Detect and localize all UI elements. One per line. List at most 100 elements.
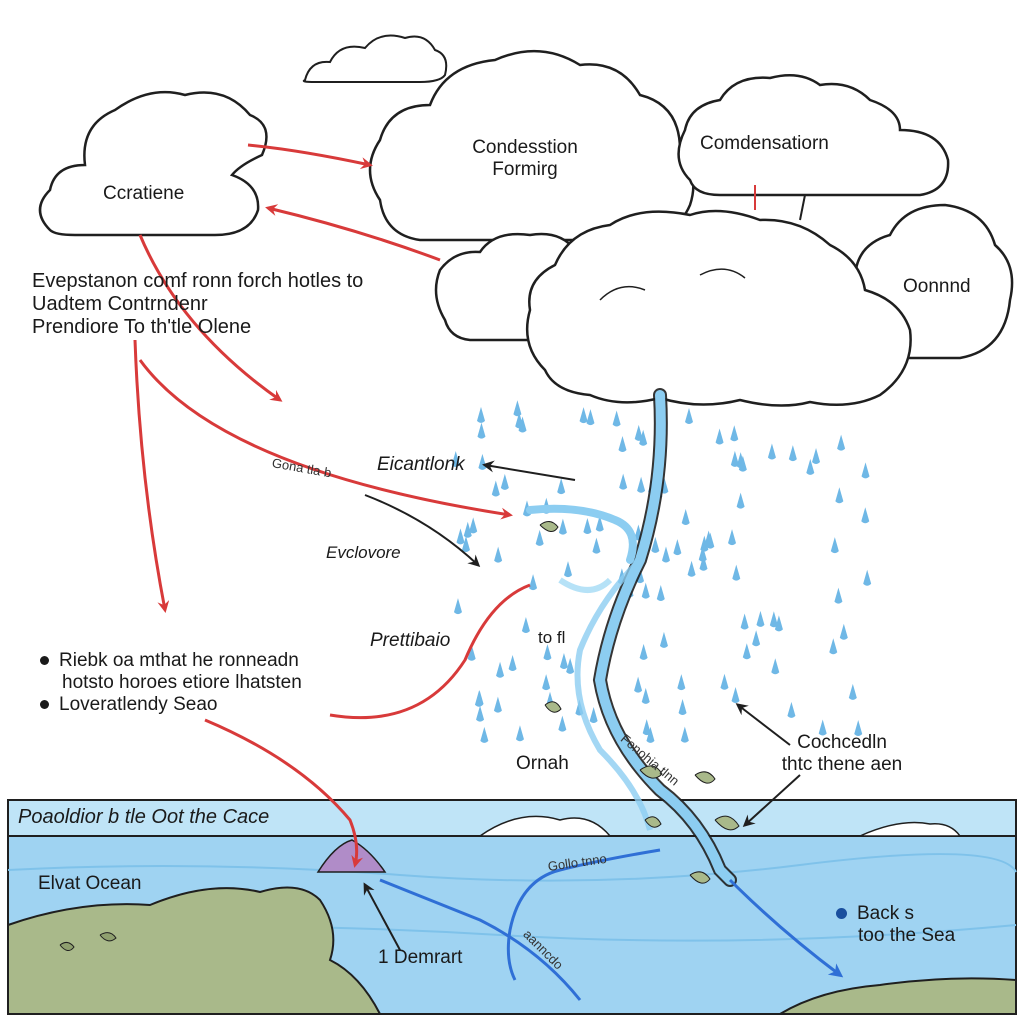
rain-drop <box>634 676 643 693</box>
arrow-mid-to-cloud-left <box>265 204 441 262</box>
label-cloud-mid-line2: Formirg <box>492 158 558 180</box>
rain-drop <box>756 610 765 627</box>
rain-drop <box>704 530 713 547</box>
label-back-line1: Back s <box>836 903 955 925</box>
rain-drop <box>583 517 592 534</box>
rain-drop <box>769 611 778 628</box>
rain-drop <box>732 564 741 581</box>
ocean-return-flows <box>379 848 844 1001</box>
rain-drop <box>618 435 627 452</box>
arrow-cochc-down <box>742 774 801 828</box>
label-demrart: 1 Demrart <box>378 947 463 968</box>
rain-drop <box>730 425 739 442</box>
rain-drop <box>839 623 848 640</box>
bullet-item-1: Riebk oa mthat he ronneadn <box>40 650 302 672</box>
arrow-left-to-river <box>138 359 513 520</box>
rain-drop <box>558 715 567 732</box>
rain-drop <box>619 473 628 490</box>
label-cochc-line2: thtc thene aen <box>781 753 903 775</box>
rain-drop <box>863 569 872 586</box>
rain-drop <box>834 587 843 604</box>
rain-drop <box>515 412 524 429</box>
arrow-back-to-sea <box>728 878 844 978</box>
label-cloud-far-right: Oonnnd <box>903 276 971 297</box>
rain-drop <box>699 554 708 571</box>
cloud-top-small <box>302 34 448 83</box>
arrow-demrart <box>363 882 401 951</box>
arrow-cloud-left-to-mid <box>247 143 373 169</box>
left-paragraph-line3: Prendiore To th'tle Olene <box>32 316 252 338</box>
label-cloud-left: Ccratiene <box>103 183 185 204</box>
red-arrows <box>133 143 531 868</box>
rain-drop <box>496 661 505 678</box>
cloud-right <box>677 73 950 197</box>
rain-drop <box>542 674 551 691</box>
rain-drop <box>788 445 797 462</box>
rain-drop <box>612 410 621 427</box>
river-flow <box>526 388 740 887</box>
rain-drop <box>767 443 776 460</box>
cloud-left <box>38 90 268 237</box>
left-paragraph-line1: Evepstanon comf ronn forch hotles to <box>32 270 364 292</box>
left-paragraph-line2: Uadtem Contrndenr <box>32 293 208 315</box>
rain-drop <box>566 657 575 674</box>
rain-drop <box>651 536 660 553</box>
left-paragraph: Evepstanon comf ronn forch hotles to Uad… <box>32 270 363 339</box>
bullet-dot <box>836 908 847 920</box>
rain-drop <box>453 598 462 615</box>
rain-drop <box>730 450 739 467</box>
rain-drop <box>678 699 687 716</box>
bullet-item-1-cont: hotsto horoes etiore lhatsten <box>62 671 302 693</box>
rain-drop <box>494 546 503 563</box>
rain-drop <box>806 458 815 475</box>
rain-drop <box>818 719 827 736</box>
bullet-item-2: Loveratlendy Seao <box>40 694 302 716</box>
rain-drop <box>589 706 598 723</box>
rain-drop <box>641 687 650 704</box>
rain-drop <box>715 428 724 445</box>
arrow-to-eicantion <box>482 460 576 481</box>
rain-drop <box>535 529 544 546</box>
rain-drop <box>641 582 650 599</box>
rain-drop <box>456 528 465 545</box>
rain-drop <box>639 643 648 660</box>
arrow-cochc <box>735 703 791 746</box>
rain-drop <box>774 615 783 632</box>
rain-drop <box>558 518 567 535</box>
bullet-dot <box>40 656 49 666</box>
arrow-down-to-ocean <box>204 718 364 868</box>
rain-drop <box>637 476 646 493</box>
label-river: Ornah <box>516 753 569 774</box>
rain-drop <box>476 406 485 423</box>
arrow-cloud-left-down <box>138 234 283 402</box>
rain-drop <box>579 407 588 424</box>
bullet-list: Riebk oa mthat he ronneadn hotsto horoes… <box>40 650 302 716</box>
rain-drop <box>461 536 470 553</box>
rain-drop <box>451 450 460 467</box>
rain-drop <box>543 644 552 661</box>
rain-drop <box>680 726 689 743</box>
rain-drop <box>738 455 747 472</box>
rain-drop <box>731 686 740 703</box>
label-precipitation: Prettibaio <box>370 630 451 651</box>
black-arrows <box>363 460 801 951</box>
rain-drop <box>681 509 690 526</box>
rain-drop <box>728 529 737 546</box>
ocean-banner-text: Poaoldior b tle Oot the Cace <box>18 806 270 828</box>
rain-drop <box>476 705 485 722</box>
rain-drop <box>659 631 668 648</box>
cloud-rain-big <box>525 209 912 407</box>
rain-drop <box>493 696 502 713</box>
rain-drop <box>720 673 729 690</box>
rain-drop <box>656 585 665 602</box>
rain-drop <box>639 429 648 446</box>
arrow-evelovore <box>364 494 481 568</box>
label-cochc-line1: Cochcedln <box>797 732 887 753</box>
rain-drop <box>861 507 870 524</box>
rain-drop <box>642 719 651 736</box>
rain-drop <box>684 407 693 424</box>
rain-drop <box>508 655 517 672</box>
rain-drop <box>830 537 839 554</box>
rain-drop <box>559 652 568 669</box>
